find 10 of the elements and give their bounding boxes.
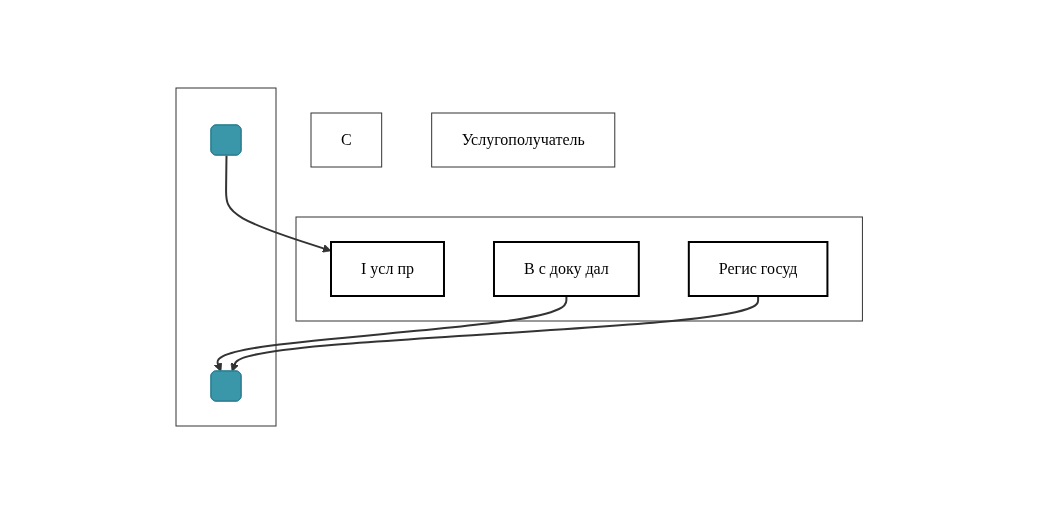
node-box: С	[310, 112, 383, 168]
node-box: Услугополучатель	[431, 112, 616, 168]
node-box: Регис госуд	[688, 241, 829, 297]
arrow	[214, 295, 568, 372]
node-box: I усл пр	[330, 241, 446, 297]
arrow	[230, 295, 760, 372]
arrow	[225, 154, 332, 253]
cluster	[295, 216, 864, 322]
node-box: В с доку дал	[493, 241, 641, 297]
cluster	[175, 87, 277, 427]
